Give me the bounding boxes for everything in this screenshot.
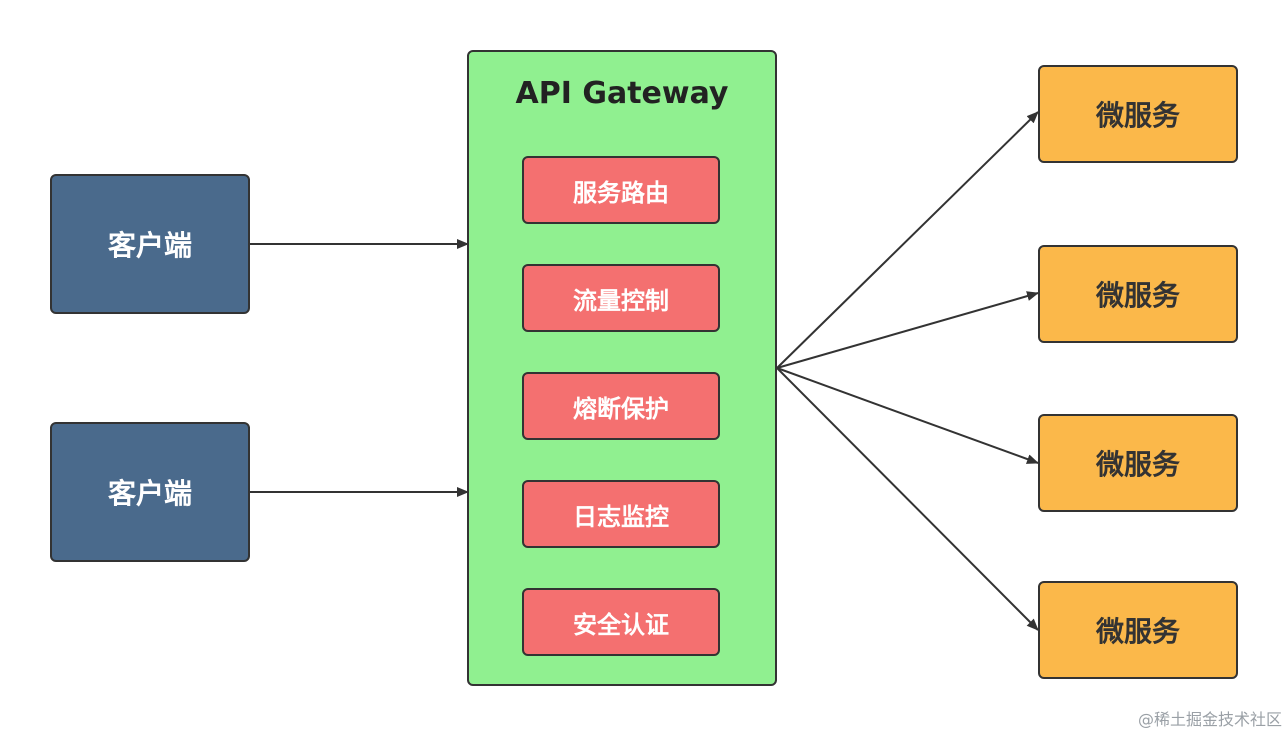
arrow-gateway-service4 xyxy=(776,367,1039,631)
feature-label: 熔断保护 xyxy=(573,394,669,423)
feature-label: 服务路由 xyxy=(573,178,669,207)
feature-traffic-control: 流量控制 xyxy=(522,264,720,332)
client-label: 客户端 xyxy=(107,477,192,510)
feature-circuit-breaker: 熔断保护 xyxy=(522,372,720,440)
microservice-box-1: 微服务 xyxy=(1038,65,1238,163)
arrow-gateway-service1 xyxy=(776,111,1039,369)
feature-service-routing: 服务路由 xyxy=(522,156,720,224)
client-label: 客户端 xyxy=(107,229,192,262)
client-box-1: 客户端 xyxy=(50,174,250,314)
api-gateway-title: API Gateway xyxy=(515,76,729,111)
microservice-box-3: 微服务 xyxy=(1038,414,1238,512)
microservice-label: 微服务 xyxy=(1095,448,1180,481)
microservice-box-2: 微服务 xyxy=(1038,245,1238,343)
feature-label: 日志监控 xyxy=(573,502,669,531)
client-box-2: 客户端 xyxy=(50,422,250,562)
microservice-label: 微服务 xyxy=(1095,99,1180,132)
microservice-label: 微服务 xyxy=(1095,615,1180,648)
feature-label: 流量控制 xyxy=(573,286,669,315)
feature-label: 安全认证 xyxy=(573,610,669,639)
microservice-box-4: 微服务 xyxy=(1038,581,1238,679)
arrow-gateway-service2 xyxy=(776,291,1039,369)
feature-security-auth: 安全认证 xyxy=(522,588,720,656)
arrow-gateway-service3 xyxy=(776,367,1039,464)
watermark-text: @稀土掘金技术社区 xyxy=(1137,710,1282,729)
feature-log-monitoring: 日志监控 xyxy=(522,480,720,548)
microservice-label: 微服务 xyxy=(1095,279,1180,312)
